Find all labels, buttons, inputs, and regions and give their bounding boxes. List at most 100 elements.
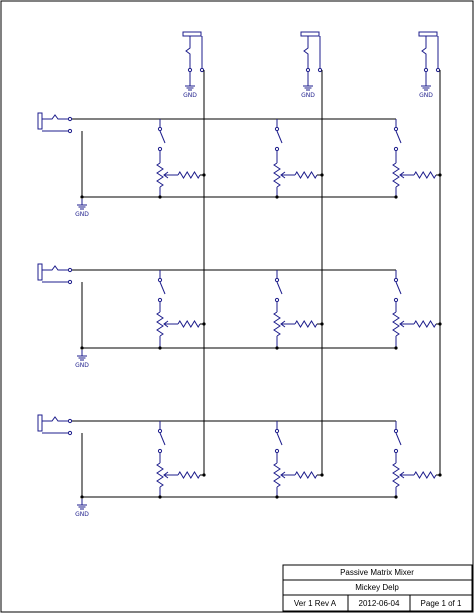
potentiometer-arrow bbox=[163, 471, 169, 479]
jack-body bbox=[300, 31, 320, 37]
resistor-icon bbox=[294, 320, 318, 328]
title-block: Passive Matrix Mixer Mickey Delp Ver 1 R… bbox=[282, 564, 473, 612]
potentiometer-arrow bbox=[163, 171, 169, 179]
ground-icon: GND bbox=[419, 80, 433, 99]
ground-label: GND bbox=[75, 362, 89, 369]
resistor-zigzag bbox=[294, 320, 318, 328]
audio-jack-icon bbox=[37, 112, 73, 134]
switch-icon bbox=[393, 428, 402, 454]
ground-label: GND bbox=[301, 92, 315, 99]
junction-dot bbox=[202, 473, 206, 477]
junction-dot bbox=[202, 322, 206, 326]
pin-circle bbox=[274, 297, 280, 303]
resistor-zigzag bbox=[177, 320, 201, 328]
junction-dot bbox=[394, 195, 398, 199]
title-block-author: Mickey Delp bbox=[355, 583, 399, 592]
potentiometer-zigzag bbox=[273, 462, 281, 488]
jack-body bbox=[37, 263, 43, 281]
resistor-zigzag bbox=[413, 171, 437, 179]
pin-circle bbox=[157, 448, 163, 454]
potentiometer-icon bbox=[156, 462, 178, 488]
pin-circle bbox=[67, 116, 73, 122]
audio-jack-icon bbox=[37, 263, 73, 285]
ground-label: GND bbox=[183, 92, 197, 99]
potentiometer-icon bbox=[273, 162, 295, 188]
pin-circle bbox=[393, 146, 399, 152]
potentiometer-icon bbox=[273, 462, 295, 488]
pin-circle bbox=[157, 126, 163, 132]
input-channel-3: GND bbox=[37, 414, 442, 518]
potentiometer-arrow bbox=[280, 171, 286, 179]
switch-blade bbox=[395, 130, 402, 144]
jack-body bbox=[418, 31, 438, 37]
potentiometer-icon bbox=[392, 162, 414, 188]
jack-tip bbox=[185, 36, 191, 68]
potentiometer-zigzag bbox=[273, 311, 281, 337]
audio-jack-icon: GND bbox=[300, 31, 323, 99]
potentiometer-icon bbox=[156, 162, 178, 188]
junction-dot bbox=[80, 495, 84, 499]
jack-tip bbox=[42, 265, 68, 271]
junction-dot bbox=[320, 173, 324, 177]
resistor-icon bbox=[177, 320, 201, 328]
switch-icon bbox=[157, 277, 166, 303]
potentiometer-zigzag bbox=[392, 311, 400, 337]
pin-circle bbox=[393, 428, 399, 434]
pin-circle bbox=[199, 67, 205, 73]
resistor-icon bbox=[177, 171, 201, 179]
audio-jack-icon: GND bbox=[182, 31, 205, 99]
ground-icon: GND bbox=[75, 350, 89, 369]
ground-label: GND bbox=[75, 211, 89, 218]
switch-blade bbox=[276, 130, 283, 144]
pin-circle bbox=[305, 67, 311, 73]
pin-circle bbox=[67, 418, 73, 424]
pin-circle bbox=[67, 267, 73, 273]
resistor-icon bbox=[413, 471, 437, 479]
pin-circle bbox=[187, 67, 193, 73]
switch-blade bbox=[276, 281, 283, 295]
potentiometer-zigzag bbox=[156, 462, 164, 488]
resistor-zigzag bbox=[294, 471, 318, 479]
resistor-icon bbox=[294, 471, 318, 479]
pin-circle bbox=[317, 67, 323, 73]
resistor-icon bbox=[413, 171, 437, 179]
potentiometer-icon bbox=[392, 462, 414, 488]
potentiometer-zigzag bbox=[156, 162, 164, 188]
resistor-icon bbox=[177, 471, 201, 479]
potentiometer-zigzag bbox=[273, 162, 281, 188]
switch-blade bbox=[395, 432, 402, 446]
title-block-title: Passive Matrix Mixer bbox=[340, 568, 414, 577]
pin-circle bbox=[157, 297, 163, 303]
switch-blade bbox=[159, 432, 166, 446]
pin-circle bbox=[393, 448, 399, 454]
potentiometer-arrow bbox=[399, 471, 405, 479]
jack-tip bbox=[42, 416, 68, 422]
title-block-version: Ver 1 Rev A bbox=[294, 599, 337, 608]
ground-label: GND bbox=[419, 92, 433, 99]
pin-circle bbox=[274, 146, 280, 152]
pin-circle bbox=[67, 128, 73, 134]
switch-blade bbox=[159, 281, 166, 295]
junction-dot bbox=[438, 473, 442, 477]
potentiometer-zigzag bbox=[392, 162, 400, 188]
mixer-cell bbox=[392, 421, 442, 499]
output-jacks: GND GND GND bbox=[182, 31, 441, 99]
switch-icon bbox=[274, 126, 283, 152]
pin-circle bbox=[157, 428, 163, 434]
switch-blade bbox=[395, 281, 402, 295]
pin-circle bbox=[393, 126, 399, 132]
junction-dot bbox=[158, 495, 162, 499]
potentiometer-icon bbox=[392, 311, 414, 337]
mixer-cell bbox=[273, 421, 324, 499]
pin-circle bbox=[393, 297, 399, 303]
resistor-zigzag bbox=[177, 171, 201, 179]
output-columns bbox=[203, 70, 441, 475]
pin-circle bbox=[435, 67, 441, 73]
switch-blade bbox=[159, 130, 166, 144]
junction-dot bbox=[202, 173, 206, 177]
input-channel-2: GND bbox=[37, 263, 442, 369]
mixer-cell bbox=[156, 119, 206, 199]
pin-circle bbox=[67, 430, 73, 436]
junction-dot bbox=[275, 495, 279, 499]
ground-icon: GND bbox=[183, 80, 197, 99]
